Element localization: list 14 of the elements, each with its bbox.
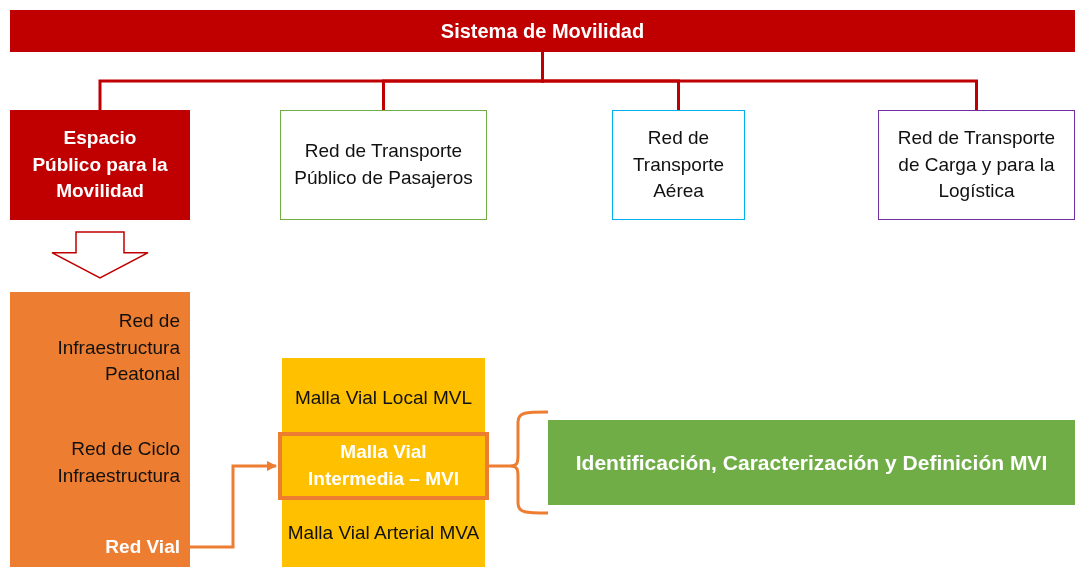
item-label: Red Vial [10,530,190,564]
column-panel [10,292,190,567]
result-box: Identificación, Caracterización y Definición MVI [548,420,1075,505]
item-label: Malla Vial Arterial MVA [282,500,485,567]
item-label: Red de Infraestructura Peatonal [10,298,190,398]
category-box: Red de Transporte Público de Pasajeros [280,110,487,220]
highlight-box: Malla Vial Intermedia – MVI [278,432,489,500]
block-arrow [51,231,149,279]
item-label: Malla Vial Local MVL [282,364,485,432]
title-bar: Sistema de Movilidad [10,10,1075,52]
category-box: Espacio Público para la Movilidad [10,110,190,220]
category-box: Red de Transporte Aérea [612,110,745,220]
category-box: Red de Transporte de Carga y para la Logística [878,110,1075,220]
item-label: Red de Ciclo Infraestructura [10,428,190,498]
